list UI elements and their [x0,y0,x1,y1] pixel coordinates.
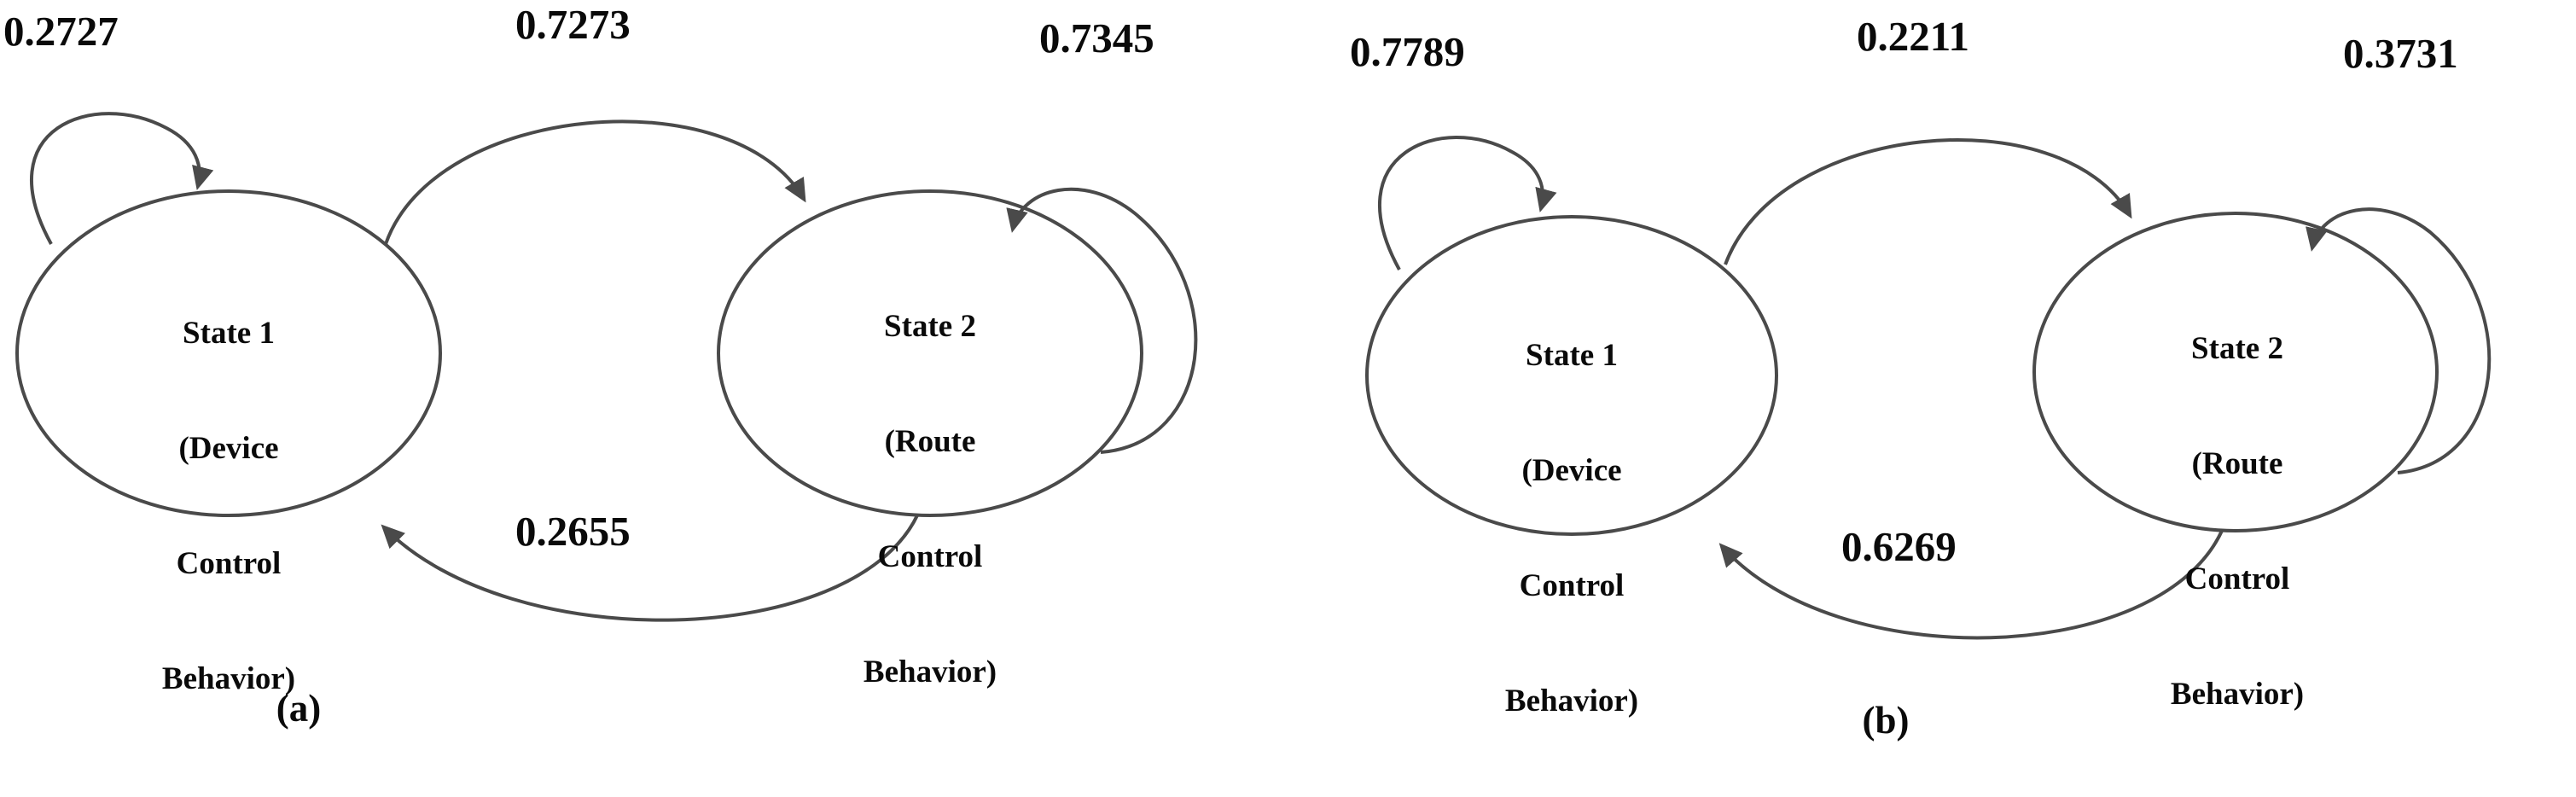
panel-a-graphics [15,112,1198,622]
transition-state2-to-state1 [381,515,919,622]
transition-self-state-1 [1378,136,1557,271]
transition-self-state-2 [1006,187,1198,454]
transition-state1-to-state2 [384,119,806,245]
edge-label-state2-to-state1: 0.6269 [1841,523,1957,570]
edge-label-self-state-2: 0.3731 [2343,30,2458,77]
edge-label-self-state-1: 0.2727 [3,8,119,55]
state-2-ellipse [717,189,1143,517]
state-1-ellipse [1365,215,1778,536]
panel-caption-a: (a) [276,687,322,730]
state-2-ellipse [2032,212,2439,532]
edge-label-self-state-2: 0.7345 [1039,15,1154,61]
transition-self-state-1 [30,112,214,245]
transition-self-state-2 [2306,207,2492,474]
edge-label-state1-to-state2: 0.2211 [1857,13,1970,60]
edge-label-state1-to-state2: 0.7273 [515,1,631,48]
panel-caption-b: (b) [1862,699,1910,742]
diagram-panel-a: State 1 (Device Control Behavior) State … [0,0,1280,788]
edge-label-state2-to-state1: 0.2655 [515,508,631,555]
edge-label-self-state-1: 0.7789 [1350,28,1465,75]
transition-state2-to-state1 [1718,530,2224,640]
state-1-ellipse [15,189,442,517]
transition-state1-to-state2 [1724,138,2132,265]
panel-b-graphics [1365,136,2492,640]
diagram-panel-b: State 1 (Device Control Behavior) State … [1288,0,2576,788]
